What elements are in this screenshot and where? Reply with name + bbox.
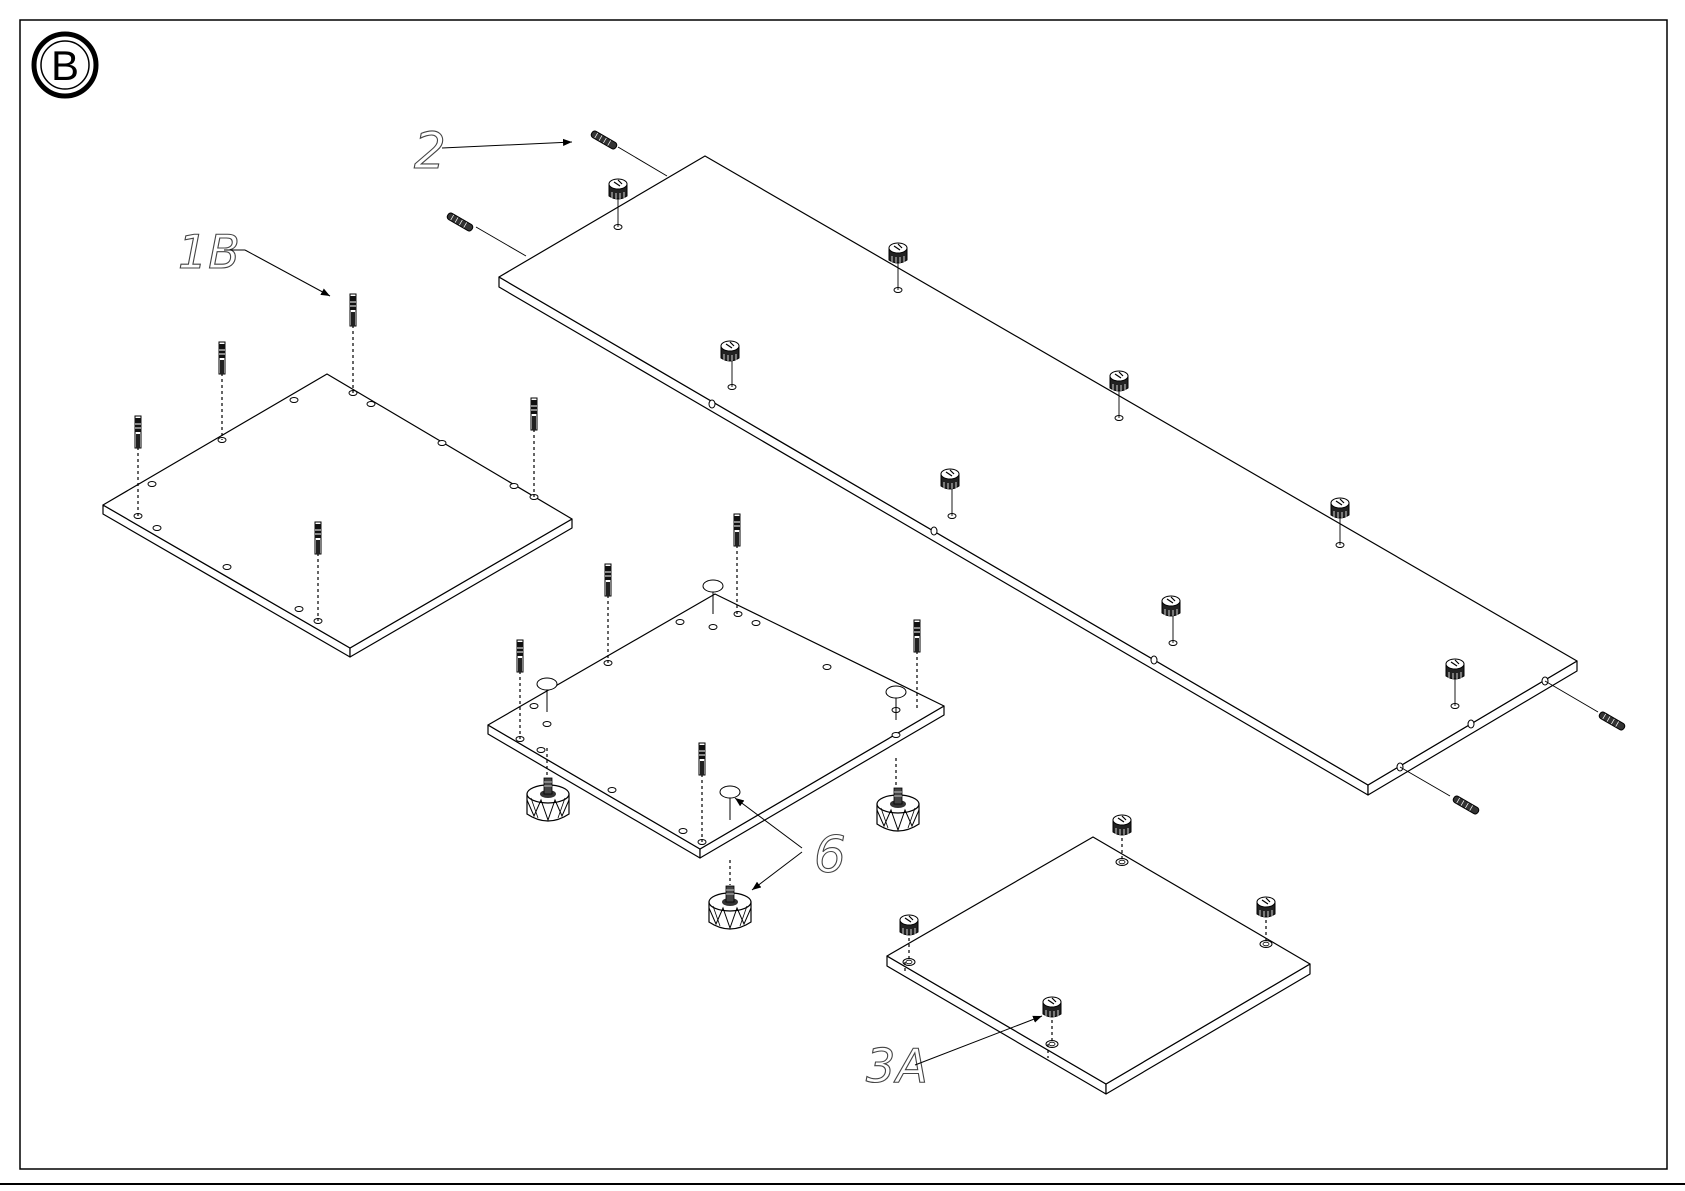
callout-cam-bolt: 1B [178,225,330,296]
callout-dowel: 2 [414,122,572,180]
label-cam-bolt: 1B [178,225,241,279]
small-panel [887,837,1310,1094]
step-letter: B [51,42,79,89]
left-panel [103,374,572,657]
label-cam-lock: 3A [866,1039,929,1093]
label-dowel: 2 [414,122,447,180]
label-foot: 6 [814,826,847,884]
step-badge: B [34,34,96,96]
